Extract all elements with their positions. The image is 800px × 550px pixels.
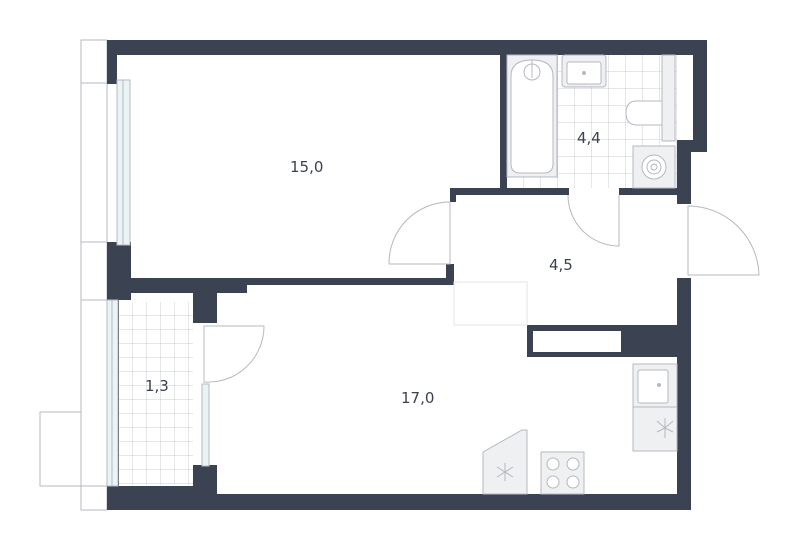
- bathroom-door: [567, 194, 620, 247]
- living-kitchen-area-label: 17,0: [401, 389, 434, 407]
- dishwasher-icon: [632, 406, 678, 452]
- bedroom-area-label: 15,0: [290, 158, 323, 176]
- kitchen-sink-icon: [632, 363, 678, 408]
- balcony-tiles: [119, 302, 193, 485]
- hallway-area-label: 4,5: [549, 256, 573, 274]
- niches: [533, 55, 693, 352]
- bedroom-door: [388, 201, 451, 265]
- sink-icon: [561, 54, 607, 88]
- balcony-area-label: 1,3: [145, 377, 169, 395]
- washing-machine-icon: [632, 145, 676, 189]
- doors: [203, 194, 760, 383]
- stove-icon: [540, 451, 585, 495]
- entrance-door: [687, 205, 760, 276]
- balcony-door: [203, 325, 265, 383]
- windows: [106, 79, 210, 487]
- toilet-icon: [625, 54, 676, 142]
- balcony-door-glass: [201, 383, 210, 467]
- fridge-icon: [482, 429, 528, 495]
- facade-outline: [39, 39, 108, 511]
- bathtub-icon: [506, 54, 558, 178]
- bathroom-area-label: 4,4: [577, 129, 601, 147]
